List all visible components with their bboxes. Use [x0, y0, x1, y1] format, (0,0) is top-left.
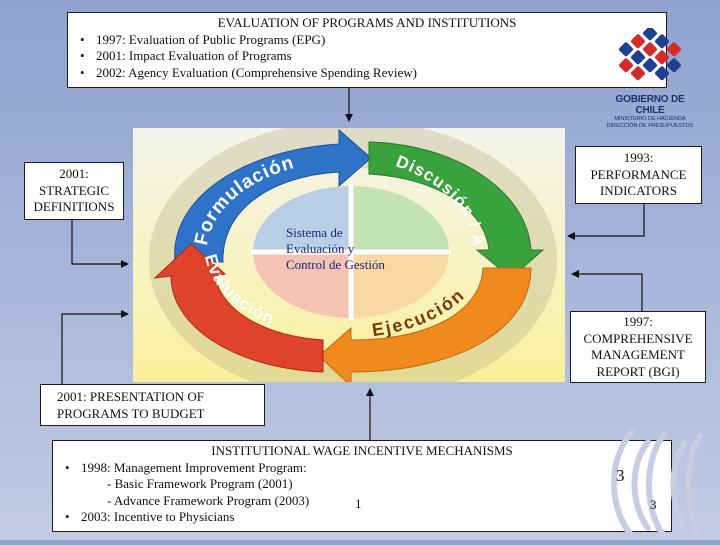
box-line: PERFORMANCE [590, 166, 687, 182]
programs-evaluation-box: EVALUATION OF PROGRAMS AND INSTITUTIONS … [67, 12, 667, 88]
box-line: 2001: PRESENTATION OF [57, 389, 205, 404]
box-line: PROGRAMS TO BUDGET [57, 405, 205, 421]
logo-cube [667, 42, 681, 57]
decorative-ornament-icon [598, 428, 718, 540]
logo-line-1: GOBIERNO DE CHILE [615, 94, 685, 116]
gobierno-de-chile-logo: GOBIERNO DE CHILE MINISTERIO DE HACIENDA… [604, 26, 696, 129]
page-number-large: 3 [616, 466, 625, 485]
logo-cube [631, 66, 645, 81]
box-line: REPORT (BGI) [596, 363, 680, 379]
logo-cube [655, 34, 669, 49]
formulacion-arrow [174, 128, 372, 263]
logo-cube [655, 50, 669, 65]
logo-line-2: MINISTERIO DE HACIENDA [614, 116, 686, 122]
box-line: 1993: [623, 150, 654, 166]
box-line: DEFINITIONS [33, 199, 115, 215]
discusion-arrow [368, 141, 545, 279]
logo-cubes-icon [619, 26, 681, 81]
programs-evaluation-list: 1997: Evaluation of Public Programs (EPG… [74, 32, 660, 82]
logo-line-3: DIRECCIÓN DE PRESUPUESTOS [606, 123, 694, 129]
performance-indicators-box: 1993: PERFORMANCE INDICATORS [575, 146, 702, 204]
logo-cube [631, 50, 645, 65]
list-item: 2002: Agency Evaluation (Comprehensive S… [74, 65, 660, 82]
inner-quadrant-orange [351, 252, 449, 318]
wage-incentive-list: 1998: Management Improvement Program: - … [59, 460, 665, 526]
management-cycle-diagram: Formulación Discusión / Aprobación Ejecu… [127, 113, 557, 400]
list-subitem: - Advance Framework Program (2003) [107, 492, 310, 508]
inner-quadrant-blue [253, 186, 351, 252]
list-item: 2001: Impact Evaluation of Programs [74, 48, 660, 65]
list-subitem: - Basic Framework Program (2001) [107, 476, 293, 491]
wage-incentive-title: INSTITUTIONAL WAGE INCENTIVE MECHANISMS [211, 443, 513, 458]
management-cycle-panel: Formulación Discusión / Aprobación Ejecu… [127, 113, 565, 400]
box-line: COMPREHENSIVE [583, 330, 693, 346]
inner-quadrant-green [351, 186, 449, 252]
logo-cube [643, 42, 657, 57]
box-line: 2001: [59, 166, 89, 182]
logo-cube [631, 34, 645, 49]
arrow-from-left-box [71, 220, 129, 268]
logo-cube [643, 58, 657, 73]
list-item: 1997: Evaluation of Public Programs (EPG… [74, 32, 660, 49]
programs-to-budget-box: 2001: PRESENTATION OF PROGRAMS TO BUDGET [40, 384, 265, 426]
box-line: INDICATORS [599, 183, 678, 199]
ejecucion-arrow [318, 267, 532, 388]
list-item: 1998: Management Improvement Program: [59, 460, 665, 477]
logo-cube [667, 58, 681, 73]
arrow-from-budget-box [61, 310, 129, 384]
inner-quadrant-red [253, 252, 351, 318]
comprehensive-management-report-box: 1997: COMPREHENSIVE MANAGEMENT REPORT (B… [570, 311, 706, 383]
center-label-line: Sistema de [286, 225, 343, 240]
programs-evaluation-title: EVALUATION OF PROGRAMS AND INSTITUTIONS [217, 15, 517, 30]
strategic-definitions-box: 2001: STRATEGIC DEFINITIONS [24, 162, 124, 220]
list-item: 2003: Incentive to Physicians [59, 509, 665, 526]
box-line: 1997: [623, 314, 653, 329]
evaluacion-arrow [153, 243, 324, 373]
logo-cube [619, 42, 633, 57]
box-line: STRATEGIC [38, 182, 110, 198]
center-label-line: Control de Gestión [286, 257, 385, 272]
box-line: MANAGEMENT [591, 347, 685, 362]
arrow-from-bgi-box [571, 270, 643, 311]
logo-cube [619, 58, 633, 73]
logo-cube [643, 26, 657, 41]
wage-incentive-box: INSTITUTIONAL WAGE INCENTIVE MECHANISMS … [52, 440, 672, 532]
logo-cube [655, 66, 669, 81]
page-number-small: 3 [650, 497, 657, 512]
center-label-line: Evaluación y [286, 241, 355, 256]
inline-number: 1 [355, 496, 362, 511]
arrow-from-performance-box [567, 204, 645, 240]
